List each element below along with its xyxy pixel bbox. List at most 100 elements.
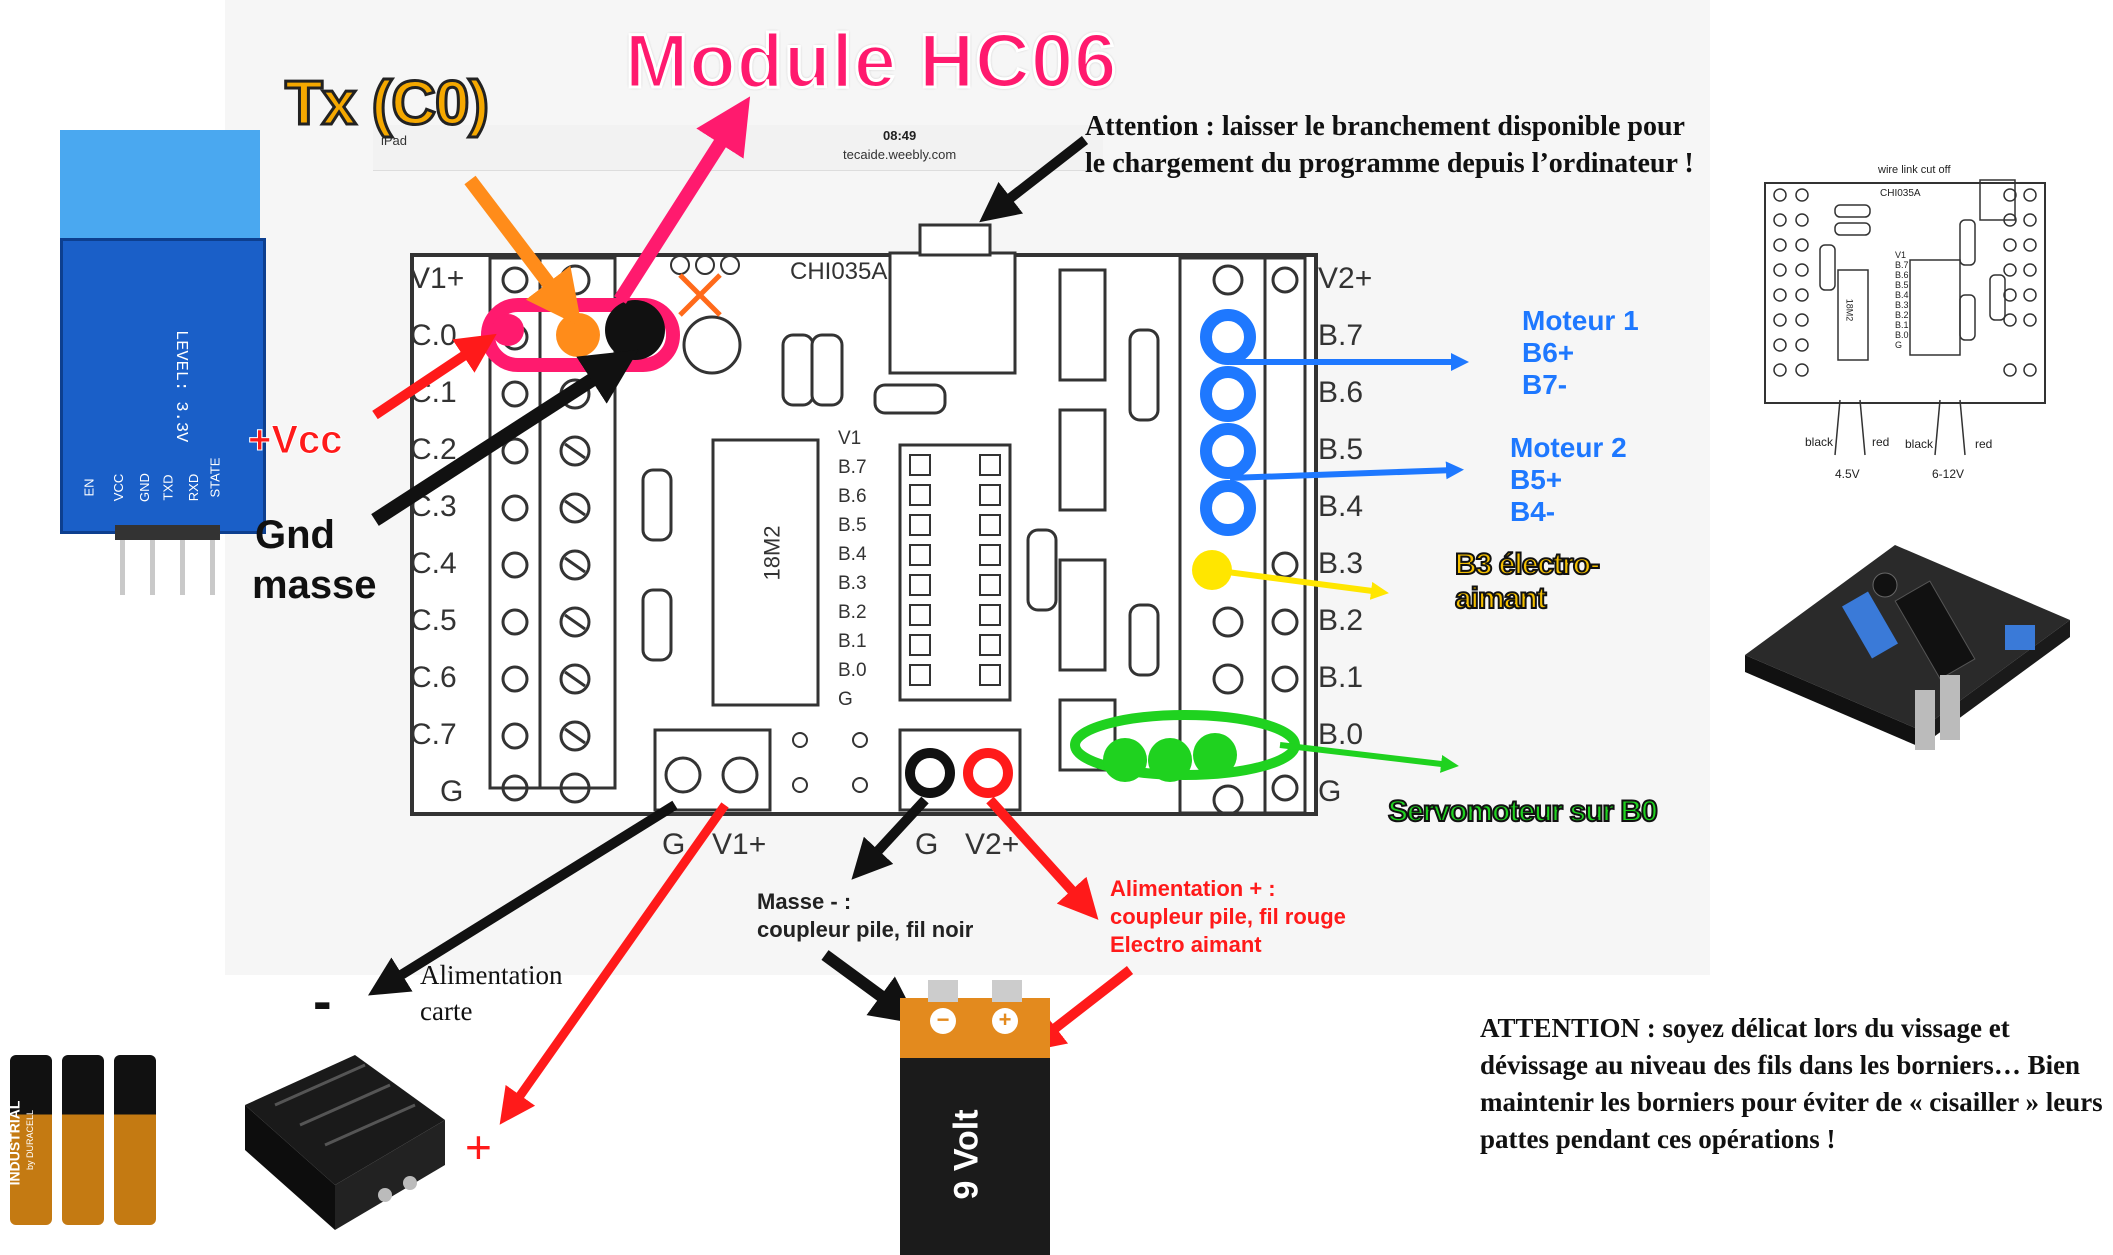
aa-batteries: INDUSTRIAL by DURACELL: [6, 1055, 160, 1230]
alim-carte-note: Alimentation carte: [420, 957, 562, 1029]
masse-note-l2: coupleur pile, fil noir: [757, 917, 974, 942]
schematic-pin-b1: B.1: [1895, 320, 1909, 330]
aa-battery-1: [10, 1055, 52, 1225]
board-name: CHI035A: [790, 258, 888, 285]
schematic-pin-v1: V1: [1895, 250, 1907, 260]
pin-label-b3: B.3: [1318, 547, 1364, 580]
aa-battery-3: [114, 1055, 156, 1225]
servo-label: Servomoteur sur B0: [1387, 794, 1659, 829]
schematic-pin-labels: V1 B.7 B.6 B.5 B.4 B.3 B.2 B.1 B.0 G: [1895, 250, 1909, 350]
inner-pin-b3: B.3: [838, 573, 867, 594]
schematic-chip: 18M2: [1844, 298, 1855, 322]
schematic-wire-note: wire link cut off: [1878, 164, 1951, 176]
inner-pin-b6: B.6: [838, 486, 867, 507]
pin-label-c6: C.6: [410, 661, 457, 694]
alim-plus-l1: Alimentation + :: [1110, 876, 1276, 901]
b3-l1: B3 électro-: [1454, 547, 1601, 582]
bottom-label-v1plus: V1+: [712, 828, 767, 861]
pin-label-b6: B.6: [1318, 376, 1364, 409]
b3-label: B3 électro- aimant: [1454, 547, 1601, 616]
hc06-module: [60, 130, 260, 240]
moteur2-title: Moteur 2: [1510, 432, 1627, 463]
pin-label-c4: C.4: [410, 547, 457, 580]
alim-plus-l2: coupleur pile, fil rouge: [1110, 904, 1346, 929]
moteur1-label: Moteur 1 B6+ B7-: [1522, 305, 1639, 401]
schematic-pin-b6: B.6: [1895, 270, 1909, 280]
pin-label-b0: B.0: [1318, 718, 1364, 751]
moteur1-title: Moteur 1: [1522, 305, 1639, 336]
ipad-carrier: iPad: [381, 133, 408, 148]
aa-battery-2: [62, 1055, 104, 1225]
battery-9v-plus: +: [992, 1008, 1018, 1034]
inner-pin-g: G: [838, 689, 853, 710]
ic-socket: [898, 443, 1012, 702]
schematic-wire-red-1: red: [1872, 435, 1890, 449]
inner-pin-b4: B.4: [838, 544, 867, 565]
moteur2-label: Moteur 2 B5+ B4-: [1510, 432, 1627, 528]
pin-label-c5: C.5: [410, 604, 457, 637]
battery-9v: − + 9 Volt: [900, 980, 1050, 1255]
pin-label-c0: C.0: [410, 319, 457, 352]
inner-pin-b0: B.0: [838, 660, 867, 681]
pin-label-b5: B.5: [1318, 433, 1364, 466]
battery-9v-terminal-right: [992, 980, 1022, 1002]
vcc-label: +Vcc: [248, 418, 344, 463]
alim-plus-note: Alimentation + : coupleur pile, fil roug…: [1110, 875, 1346, 959]
schematic-volt-1: 4.5V: [1835, 467, 1860, 481]
attention-top: Attention : laisser le branchement dispo…: [1085, 111, 1694, 179]
right-terminals: [1212, 264, 1299, 816]
battery-9v-body: [900, 1058, 1050, 1255]
chip-18m2: [711, 438, 820, 707]
aa-brand: INDUSTRIAL: [6, 1100, 23, 1186]
moteur1-l2: B7-: [1522, 369, 1568, 400]
pin-label-c2: C.2: [410, 433, 457, 466]
moteur2-l1: B5+: [1510, 464, 1563, 495]
schematic-pin-g: G: [1895, 340, 1903, 350]
schematic-pin-b7: B.7: [1895, 260, 1909, 270]
battery-9v-minus: −: [930, 1008, 956, 1034]
inner-pin-b5: B.5: [838, 515, 867, 536]
schematic-wire-black-2: black: [1905, 437, 1934, 451]
ipad-time: 08:49: [883, 128, 917, 143]
inner-pin-v1: V1: [838, 428, 862, 449]
schematic-board-name: CHI035A: [1880, 188, 1921, 199]
tx-label: Tx (C0): [283, 68, 490, 140]
hc06-module-body: [60, 238, 266, 534]
battery-9v-top: [900, 998, 1050, 1058]
gnd-label: Gnd: [255, 513, 335, 557]
v1-terminal: [653, 728, 772, 812]
bottom-label-g1: G: [662, 828, 686, 861]
pin-label-b4: B.4: [1318, 490, 1364, 523]
schematic-pin-b2: B.2: [1895, 310, 1909, 320]
alim-carte-l2: carte: [420, 996, 473, 1026]
ipad-url: tecaide.weebly.com: [843, 147, 957, 162]
bottom-label-g2: G: [915, 828, 939, 861]
pin-label-g-right: G: [1318, 775, 1342, 808]
bottom-label-v2plus: V2+: [965, 828, 1020, 861]
masse-note: Masse - : coupleur pile, fil noir: [757, 888, 973, 944]
pin-label-c7: C.7: [410, 718, 457, 751]
alim-carte-l1: Alimentation: [420, 960, 563, 990]
board-3d-photo: [1745, 545, 2070, 750]
attention-bottom: ATTENTION : soyez délicat lors du vissag…: [1480, 1013, 2103, 1154]
schematic-wire-black-1: black: [1805, 435, 1834, 449]
hc06-header-pins: [115, 525, 220, 595]
moteur1-l1: B6+: [1522, 337, 1575, 368]
schematic-volt-2: 6-12V: [1932, 467, 1965, 481]
pin-label-v2plus: V2+: [1318, 262, 1373, 295]
board-schematic: [1764, 179, 2046, 456]
pin-label-b1: B.1: [1318, 661, 1364, 694]
battery-9v-label: 9 Volt: [947, 1109, 986, 1200]
page-title: Module HC06: [623, 18, 1118, 106]
pin-label-b2: B.2: [1318, 604, 1364, 637]
battery-holder: [245, 1055, 445, 1230]
masse-note-l1: Masse - :: [757, 889, 852, 914]
alim-plus-l3: Electro aimant: [1110, 932, 1262, 957]
battery-9v-terminal-left: [928, 980, 958, 1002]
left-terminals: [501, 264, 591, 804]
schematic-pin-b4: B.4: [1895, 290, 1909, 300]
schematic-pin-b3: B.3: [1895, 300, 1909, 310]
schematic-pin-b0: B.0: [1895, 330, 1909, 340]
